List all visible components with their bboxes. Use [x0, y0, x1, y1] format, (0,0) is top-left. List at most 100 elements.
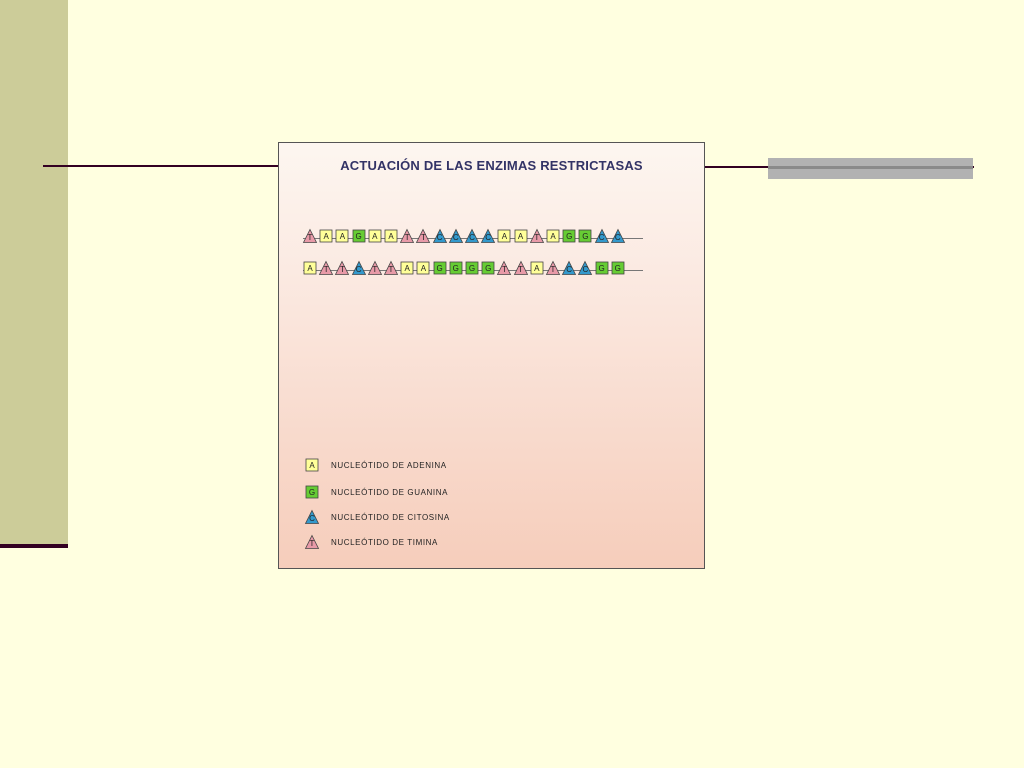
legend-item-c: C NUCLEÓTIDO DE CITOSINA	[304, 509, 505, 526]
nucleotide-letter: A	[404, 264, 410, 273]
triangle-nucleotide-icon	[304, 509, 320, 524]
legend-label: NUCLEÓTIDO DE GUANINA	[331, 488, 449, 497]
triangle-nucleotide-icon	[513, 260, 528, 275]
nucleotide-a: A	[303, 261, 317, 275]
nucleotide-a: A	[305, 458, 319, 472]
nucleotide-letter: A	[323, 232, 329, 241]
triangle-nucleotide-icon	[578, 260, 593, 275]
nucleotide-letter: C	[355, 265, 362, 274]
nucleotide-letter: C	[614, 233, 621, 242]
triangle-nucleotide-icon	[529, 228, 544, 243]
triangle-nucleotide-icon	[594, 228, 609, 243]
triangle-nucleotide-icon	[351, 260, 366, 275]
nucleotide-a: A	[368, 229, 382, 243]
nucleotide-letter: G	[308, 488, 316, 497]
triangle-nucleotide-icon	[497, 260, 512, 275]
nucleotide-t: T	[367, 260, 382, 275]
nucleotide-letter: T	[307, 233, 313, 242]
nucleotide-a: A	[400, 261, 414, 275]
triangle-nucleotide-icon	[545, 260, 561, 275]
triangle-nucleotide-icon	[432, 228, 447, 243]
title-rule-left	[43, 165, 280, 167]
square-nucleotide-icon	[400, 261, 414, 275]
square-nucleotide-icon	[595, 261, 608, 275]
nucleotide-c: C	[610, 228, 625, 243]
legend-label: NUCLEÓTIDO DE ADENINA	[331, 461, 447, 470]
nucleotide-g: G	[305, 485, 319, 499]
legend-item-a: A NUCLEÓTIDO DE ADENINA	[305, 458, 505, 474]
nucleotide-letter: A	[517, 232, 524, 241]
nucleotide-letter: T	[404, 233, 410, 242]
nucleotide-letter: A	[372, 232, 378, 241]
square-nucleotide-icon	[481, 261, 495, 275]
square-nucleotide-icon	[611, 261, 625, 275]
nucleotide-letter: A	[388, 232, 394, 241]
nucleotide-letter: A	[501, 232, 508, 241]
nucleotide-letter: G	[614, 264, 621, 273]
square-nucleotide-icon	[305, 485, 319, 499]
nucleotide-letter: C	[485, 233, 492, 242]
square-nucleotide-icon	[497, 229, 511, 243]
nucleotide-t: T	[304, 534, 320, 549]
nucleotide-t: T	[529, 228, 544, 243]
nucleotide-g: G	[449, 261, 463, 275]
nucleotide-a: A	[514, 229, 528, 243]
square-nucleotide-icon	[368, 229, 382, 243]
nucleotide-c: C	[432, 228, 447, 243]
legend-item-t: T NUCLEÓTIDO DE TIMINA	[304, 534, 505, 551]
nucleotide-letter: C	[598, 233, 605, 242]
triangle-nucleotide-icon	[302, 228, 318, 243]
nucleotide-c: C	[562, 260, 577, 275]
square-nucleotide-icon	[449, 261, 463, 275]
nucleotide-g: G	[611, 261, 625, 275]
nucleotide-t: T	[319, 260, 334, 275]
nucleotide-g: G	[352, 229, 366, 243]
legend-label: NUCLEÓTIDO DE CITOSINA	[331, 513, 450, 522]
nucleotide-letter: T	[372, 265, 378, 274]
nucleotide-a: A	[497, 229, 511, 243]
nucleotide-t: T	[513, 260, 528, 275]
nucleotide-letter: C	[309, 514, 315, 523]
nucleotide-g: G	[465, 261, 479, 275]
triangle-nucleotide-icon	[416, 228, 431, 243]
nucleotide-letter: T	[501, 265, 507, 274]
nucleotide-letter: T	[420, 233, 426, 242]
square-nucleotide-icon	[578, 229, 592, 243]
nucleotide-c: C	[448, 228, 463, 243]
square-nucleotide-icon	[562, 229, 576, 243]
nucleotide-t: T	[545, 260, 561, 275]
square-nucleotide-icon	[319, 229, 333, 243]
grey-accent-bar-line	[768, 166, 973, 169]
nucleotide-letter: A	[534, 264, 540, 273]
nucleotide-a: A	[530, 261, 544, 275]
legend-label: NUCLEÓTIDO DE TIMINA	[331, 538, 438, 547]
triangle-nucleotide-icon	[610, 228, 625, 243]
nucleotide-a: A	[335, 229, 349, 243]
nucleotide-c: C	[464, 228, 480, 243]
nucleotide-t: T	[416, 228, 431, 243]
diagram-title: ACTUACIÓN DE LAS ENZIMAS RESTRICTASAS	[340, 158, 643, 173]
nucleotide-t: T	[335, 260, 350, 275]
square-nucleotide-icon	[530, 261, 544, 275]
nucleotide-c: C	[351, 260, 366, 275]
nucleotide-letter: T	[309, 539, 315, 548]
nucleotide-a: A	[384, 229, 398, 243]
square-nucleotide-icon	[303, 261, 317, 275]
nucleotide-g: G	[481, 261, 495, 275]
square-nucleotide-icon	[384, 229, 398, 243]
square-nucleotide-icon	[416, 261, 430, 275]
nucleotide-g: G	[578, 229, 592, 243]
nucleotide-letter: A	[420, 264, 427, 273]
nucleotide-g: G	[595, 261, 609, 275]
nucleotide-letter: A	[307, 264, 313, 273]
triangle-nucleotide-icon	[367, 260, 382, 275]
nucleotide-c: C	[594, 228, 609, 243]
nucleotide-t: T	[497, 260, 512, 275]
nucleotide-letter: G	[468, 264, 476, 273]
nucleotide-letter: C	[469, 233, 475, 242]
left-decorative-bar	[0, 0, 68, 545]
nucleotide-g: G	[562, 229, 576, 243]
nucleotide-letter: C	[436, 233, 443, 242]
